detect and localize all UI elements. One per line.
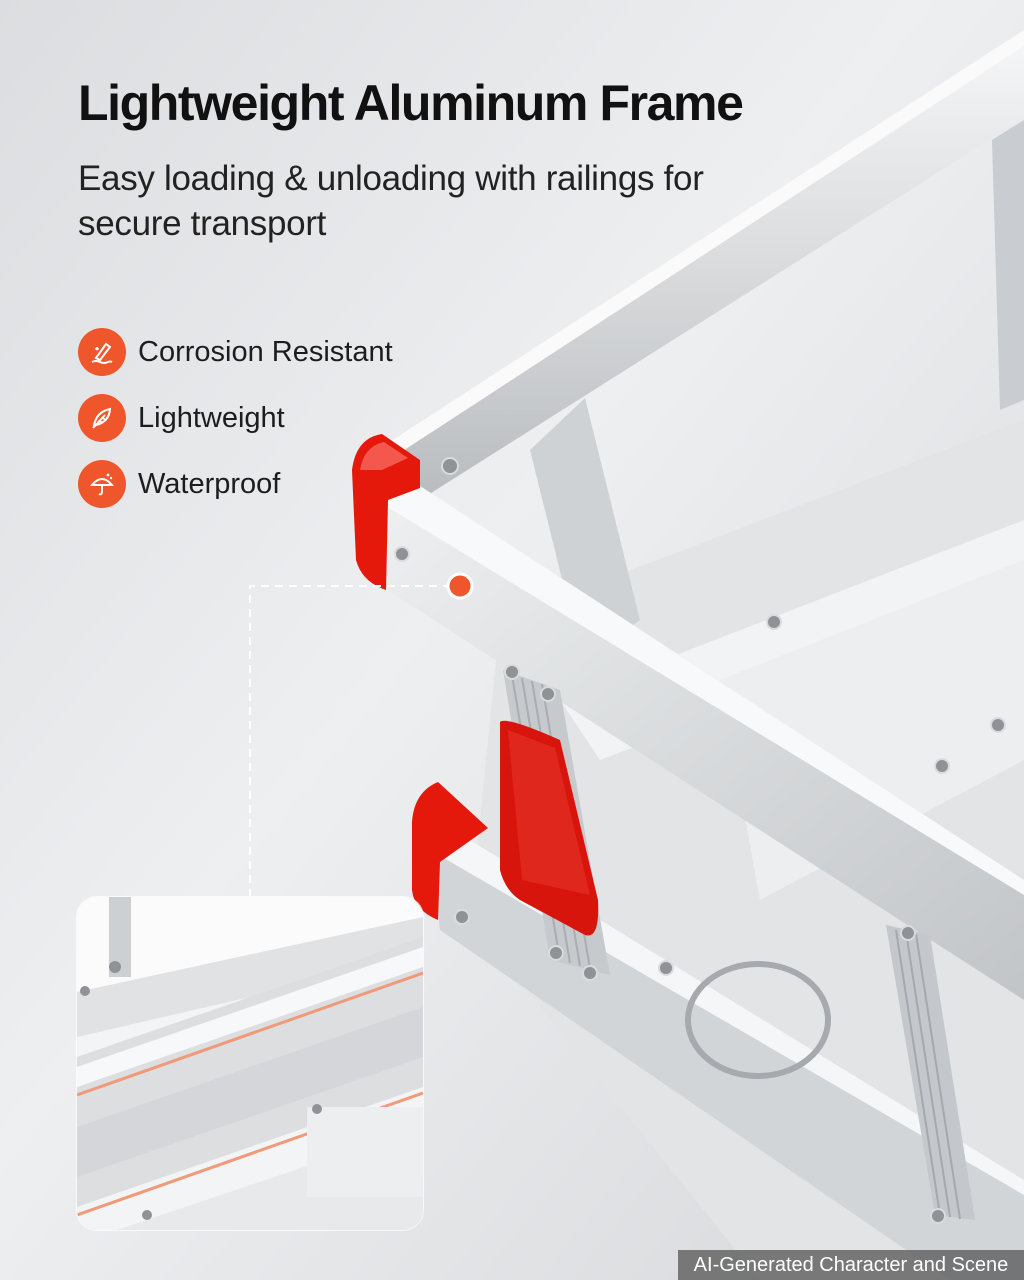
feature-list: Corrosion Resistant Lightweight Waterpro… xyxy=(78,328,393,526)
feature-item-waterproof: Waterproof xyxy=(78,460,393,508)
feature-label: Lightweight xyxy=(138,401,285,434)
front-top-rail xyxy=(376,486,1024,1000)
page-subtitle: Easy loading & unloading with railings f… xyxy=(78,159,704,243)
callout-dot xyxy=(446,572,474,600)
pull-ring xyxy=(685,961,831,1079)
red-corner-cap-top xyxy=(352,434,420,590)
feature-label: Waterproof xyxy=(138,467,281,500)
page-title: Lightweight Aluminum Frame xyxy=(78,75,744,131)
red-corner-cap-bottom xyxy=(412,782,488,920)
vertical-post xyxy=(530,398,640,660)
umbrella-icon xyxy=(78,460,126,508)
corrosion-icon xyxy=(78,328,126,376)
callout-leader xyxy=(249,585,452,897)
feature-item-lightweight: Lightweight xyxy=(78,394,393,442)
ai-generated-caption: AI-Generated Character and Scene xyxy=(678,1250,1024,1280)
feature-label: Corrosion Resistant xyxy=(138,335,393,368)
feather-icon xyxy=(78,394,126,442)
feature-item-corrosion-resistant: Corrosion Resistant xyxy=(78,328,393,376)
detail-inset xyxy=(77,897,423,1230)
